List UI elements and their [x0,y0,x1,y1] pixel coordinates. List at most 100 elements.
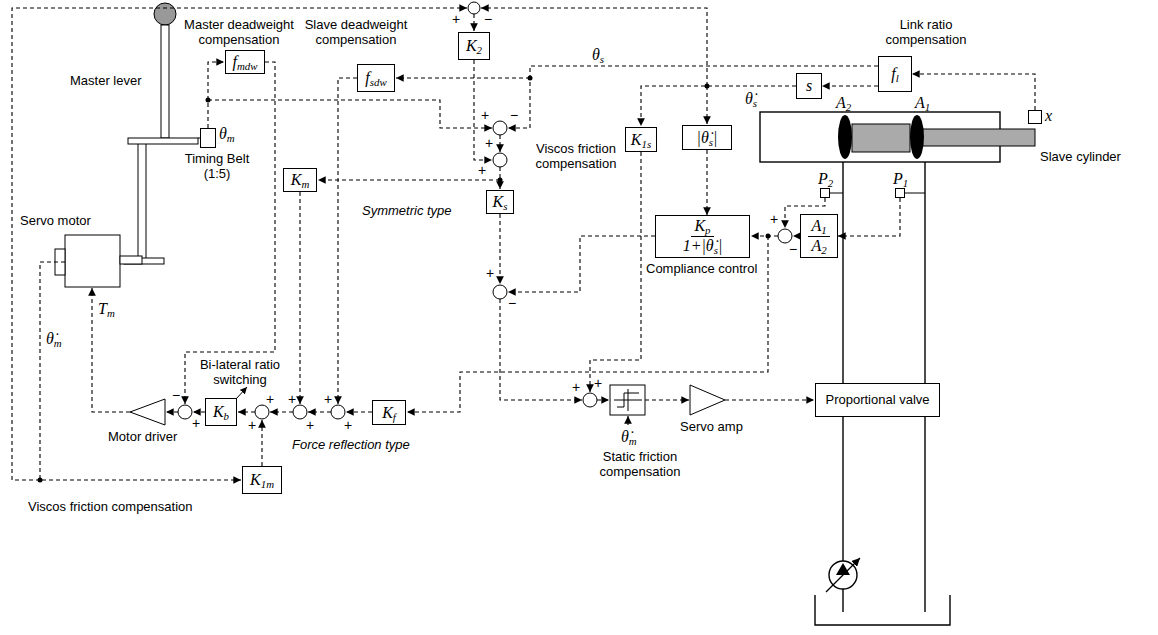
signal-wire [308,411,331,412]
block-text: A2 [808,237,829,255]
transfer-function-block: A1A2 [800,214,838,258]
signal-wire [508,236,655,292]
block-text: 1+|θ̇s| [680,237,726,255]
block-text: Kb [213,403,229,421]
annotation: Slave cylinder [1040,150,1121,165]
signal-name: θ̇s [745,90,757,108]
block-text: Ks [493,193,508,211]
pressure-tap [905,193,925,194]
junction-sign: + [594,376,602,390]
gain-block: K1m [242,466,282,494]
gain-block: Kf [372,400,406,425]
signal-wire [208,100,492,128]
block-text: fsdw [365,69,386,87]
block-text: Km [291,171,310,189]
signal-name: θ̇m [621,428,637,446]
master-lever [124,3,200,264]
signal-name: x [1045,107,1052,125]
annotation: Symmetric type [362,204,452,219]
signal-wire [645,399,689,400]
sensor-box: P1 [895,188,905,198]
block-text: s [806,77,812,95]
variable-arrow [826,558,860,592]
piston-a2 [838,115,852,159]
relay-symbol [614,389,642,411]
signal-wire [641,86,796,126]
gain-block: fmdw [225,50,265,74]
junction-sign: − [789,242,797,256]
summing-junction [331,405,345,419]
annotation: Master lever [70,74,142,89]
signal-wire [597,399,609,400]
gain-block: Proportional valve [815,383,940,417]
annotation: Timing Belt (1:5) [176,152,258,182]
signal-connector [706,150,707,215]
summing-junction [583,393,597,407]
signal-wire [208,62,224,128]
edge-layer [707,74,1035,236]
signal-connector [838,198,900,236]
motor-body [65,235,120,287]
signal-wire [627,416,628,425]
annotation: Motor driver [108,430,177,445]
summing-junction [468,2,480,14]
signal-name: P1 [893,170,908,188]
signal-wire [706,86,707,124]
summing-junction [493,121,507,135]
signal-wire [500,299,582,400]
timing-belt [146,144,147,258]
junction-sign: − [172,388,180,402]
signal-wire [193,411,205,412]
hydraulic-line [924,417,925,612]
gain-block: Kb [205,398,237,426]
signal-wire [725,399,814,400]
hydraulic-line [842,417,843,561]
gain-block: s [796,73,822,99]
signal-wire [590,152,641,392]
junction-sign: + [770,212,778,226]
signal-wire [346,411,372,412]
piston-a1 [910,115,924,159]
junction-sign: − [510,108,518,122]
gain-block: Km [283,168,317,192]
slave-cylinder [760,112,1035,162]
sensor-box: P2 [820,188,830,198]
signal-connector [822,85,878,86]
hydraulic-line [842,162,843,383]
annotation: Servo motor [20,214,91,229]
signal-wire [185,62,275,404]
junction-sign: + [452,12,460,26]
junction-sign: + [306,418,314,432]
block-text: Kf [382,404,396,422]
junction-sign: + [572,380,580,394]
junction-sign: + [481,108,489,122]
piston-block [852,124,910,152]
junction-sign: + [192,416,200,430]
branch-dot [498,178,503,183]
signal-name: θs [592,46,604,64]
signal-wire [299,192,300,404]
gain-block: |θ̇s| [682,125,732,150]
branch-dots [38,76,771,483]
junction-sign: − [508,296,516,310]
piston-rod [920,129,1035,146]
motor-driver-symbol [130,399,165,425]
block-text: fmdw [233,53,258,71]
gain-block: fsdw [357,64,395,92]
junction-sign: − [484,12,492,26]
hydraulic-line [842,589,843,612]
signal-wire [751,235,778,236]
signal-wires [12,8,878,480]
signal-connector [912,74,1035,110]
annotation: Viscos friction compensation [526,142,626,172]
signal-wire [261,420,262,466]
annotation: Master deadweight compensation [180,18,298,48]
block-text: A1 [808,218,829,237]
annotation: Servo amp [680,420,743,435]
annotation: Static friction compensation [590,450,690,480]
annotation: Viscos friction compensation [28,500,193,515]
annotation: Force reflection type [292,438,410,453]
signal-wire [499,214,500,284]
junction-sign: + [344,418,352,432]
